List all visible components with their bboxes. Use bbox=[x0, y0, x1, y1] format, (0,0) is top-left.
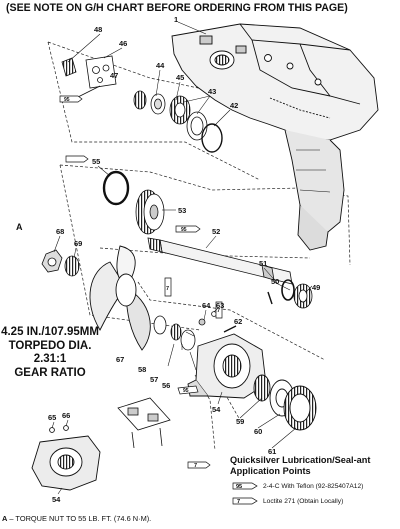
bearing-carrier bbox=[187, 333, 267, 399]
callout-50: 50 bbox=[271, 277, 279, 286]
pinion-gear-bearings bbox=[133, 90, 223, 153]
callout-44: 44 bbox=[156, 61, 165, 70]
callout-62: 62 bbox=[234, 317, 242, 326]
callout-60: 60 bbox=[254, 427, 262, 436]
gear-housing bbox=[171, 23, 379, 251]
propeller bbox=[89, 245, 151, 351]
page-note: (SEE NOTE ON G/H CHART BEFORE ORDERING F… bbox=[6, 2, 348, 14]
reverse-gear-parts bbox=[153, 311, 237, 351]
leader-lines bbox=[51, 21, 313, 495]
legend-title: Quicksilver Lubrication/Seal-ant Applica… bbox=[230, 455, 371, 476]
callout-48: 48 bbox=[94, 25, 102, 34]
thrust-rings bbox=[253, 374, 317, 431]
spec-ratio: 2.31:1 bbox=[33, 353, 67, 365]
callout-46: 46 bbox=[119, 39, 127, 48]
legend-item-95-text: 2-4-C With Teflon (92-825407A12) bbox=[263, 482, 364, 490]
torque-note-text: – TORQUE NUT TO 55 LB. FT. (74.6 N·M). bbox=[9, 514, 152, 523]
callout-68: 68 bbox=[56, 227, 64, 236]
torque-note-label: A bbox=[2, 514, 8, 523]
callout-53: 53 bbox=[178, 206, 186, 215]
svg-text:7: 7 bbox=[237, 499, 240, 505]
forward-gear bbox=[135, 189, 165, 235]
callout-42: 42 bbox=[230, 101, 238, 110]
callout-66: 66 bbox=[62, 411, 70, 420]
callout-49: 49 bbox=[312, 283, 320, 292]
callout-55: 55 bbox=[92, 157, 100, 166]
spec-gear-ratio-label: GEAR RATIO bbox=[14, 366, 86, 379]
callout-57: 57 bbox=[150, 375, 158, 384]
legend-item-7-text: Loctite 271 (Obtain Locally) bbox=[263, 497, 344, 505]
callout-7-upper: 7 bbox=[166, 286, 169, 292]
spec-torpedo-dia: TORPEDO DIA. bbox=[8, 339, 92, 352]
callout-43: 43 bbox=[208, 87, 216, 96]
callout-95-shaft: 95 bbox=[181, 227, 187, 233]
lubricant-tube-icon: 95 bbox=[232, 482, 258, 490]
callout-61: 61 bbox=[268, 447, 276, 456]
lubricant-tubes bbox=[59, 95, 223, 469]
callout-64: 64 bbox=[202, 301, 211, 310]
callout-47: 47 bbox=[110, 71, 118, 80]
callout-54-upper: 54 bbox=[212, 405, 221, 414]
callout-65: 65 bbox=[48, 413, 56, 422]
gear-spec-block: 4.25 IN./107.95MM TORPEDO DIA. 2.31:1 GE… bbox=[0, 326, 100, 380]
retainer-clip-detail bbox=[117, 397, 171, 449]
shim-and-pin-set bbox=[61, 55, 117, 99]
callout-95-carrier: 95 bbox=[183, 388, 189, 394]
callout-51: 51 bbox=[259, 259, 267, 268]
bearing-carrier-lower bbox=[31, 425, 101, 491]
legend-item-95: 95 2-4-C With Teflon (92-825407A12) bbox=[232, 480, 363, 492]
callout-45: 45 bbox=[176, 73, 184, 82]
spec-diameter-inches: 4.25 IN./107.95MM bbox=[1, 326, 99, 338]
callout-56: 56 bbox=[162, 381, 170, 390]
svg-text:95: 95 bbox=[236, 484, 242, 490]
callout-1: 1 bbox=[174, 15, 178, 24]
callout-54-lower: 54 bbox=[52, 495, 61, 504]
o-ring-55 bbox=[102, 170, 130, 206]
callout-52: 52 bbox=[212, 227, 220, 236]
callout-7-mid: 7 bbox=[217, 308, 220, 314]
callout-7-lower: 7 bbox=[194, 463, 197, 469]
callout-67: 67 bbox=[116, 355, 124, 364]
callout-labels: 1 48 46 47 44 45 43 42 95 55 53 95 52 A … bbox=[16, 15, 320, 504]
callout-a: A bbox=[16, 222, 23, 232]
bearing-carrier-parts bbox=[267, 279, 313, 309]
callout-63: 63 bbox=[216, 301, 224, 310]
propeller-nut bbox=[41, 249, 80, 277]
torque-note: A – TORQUE NUT TO 55 LB. FT. (74.6 N·M). bbox=[2, 514, 151, 523]
callout-59: 59 bbox=[236, 417, 244, 426]
sealant-tube-icon: 7 bbox=[232, 497, 258, 505]
callout-58: 58 bbox=[138, 365, 146, 374]
callout-69: 69 bbox=[74, 239, 82, 248]
legend-item-7: 7 Loctite 271 (Obtain Locally) bbox=[232, 495, 343, 507]
callout-95-upper: 95 bbox=[64, 97, 70, 103]
